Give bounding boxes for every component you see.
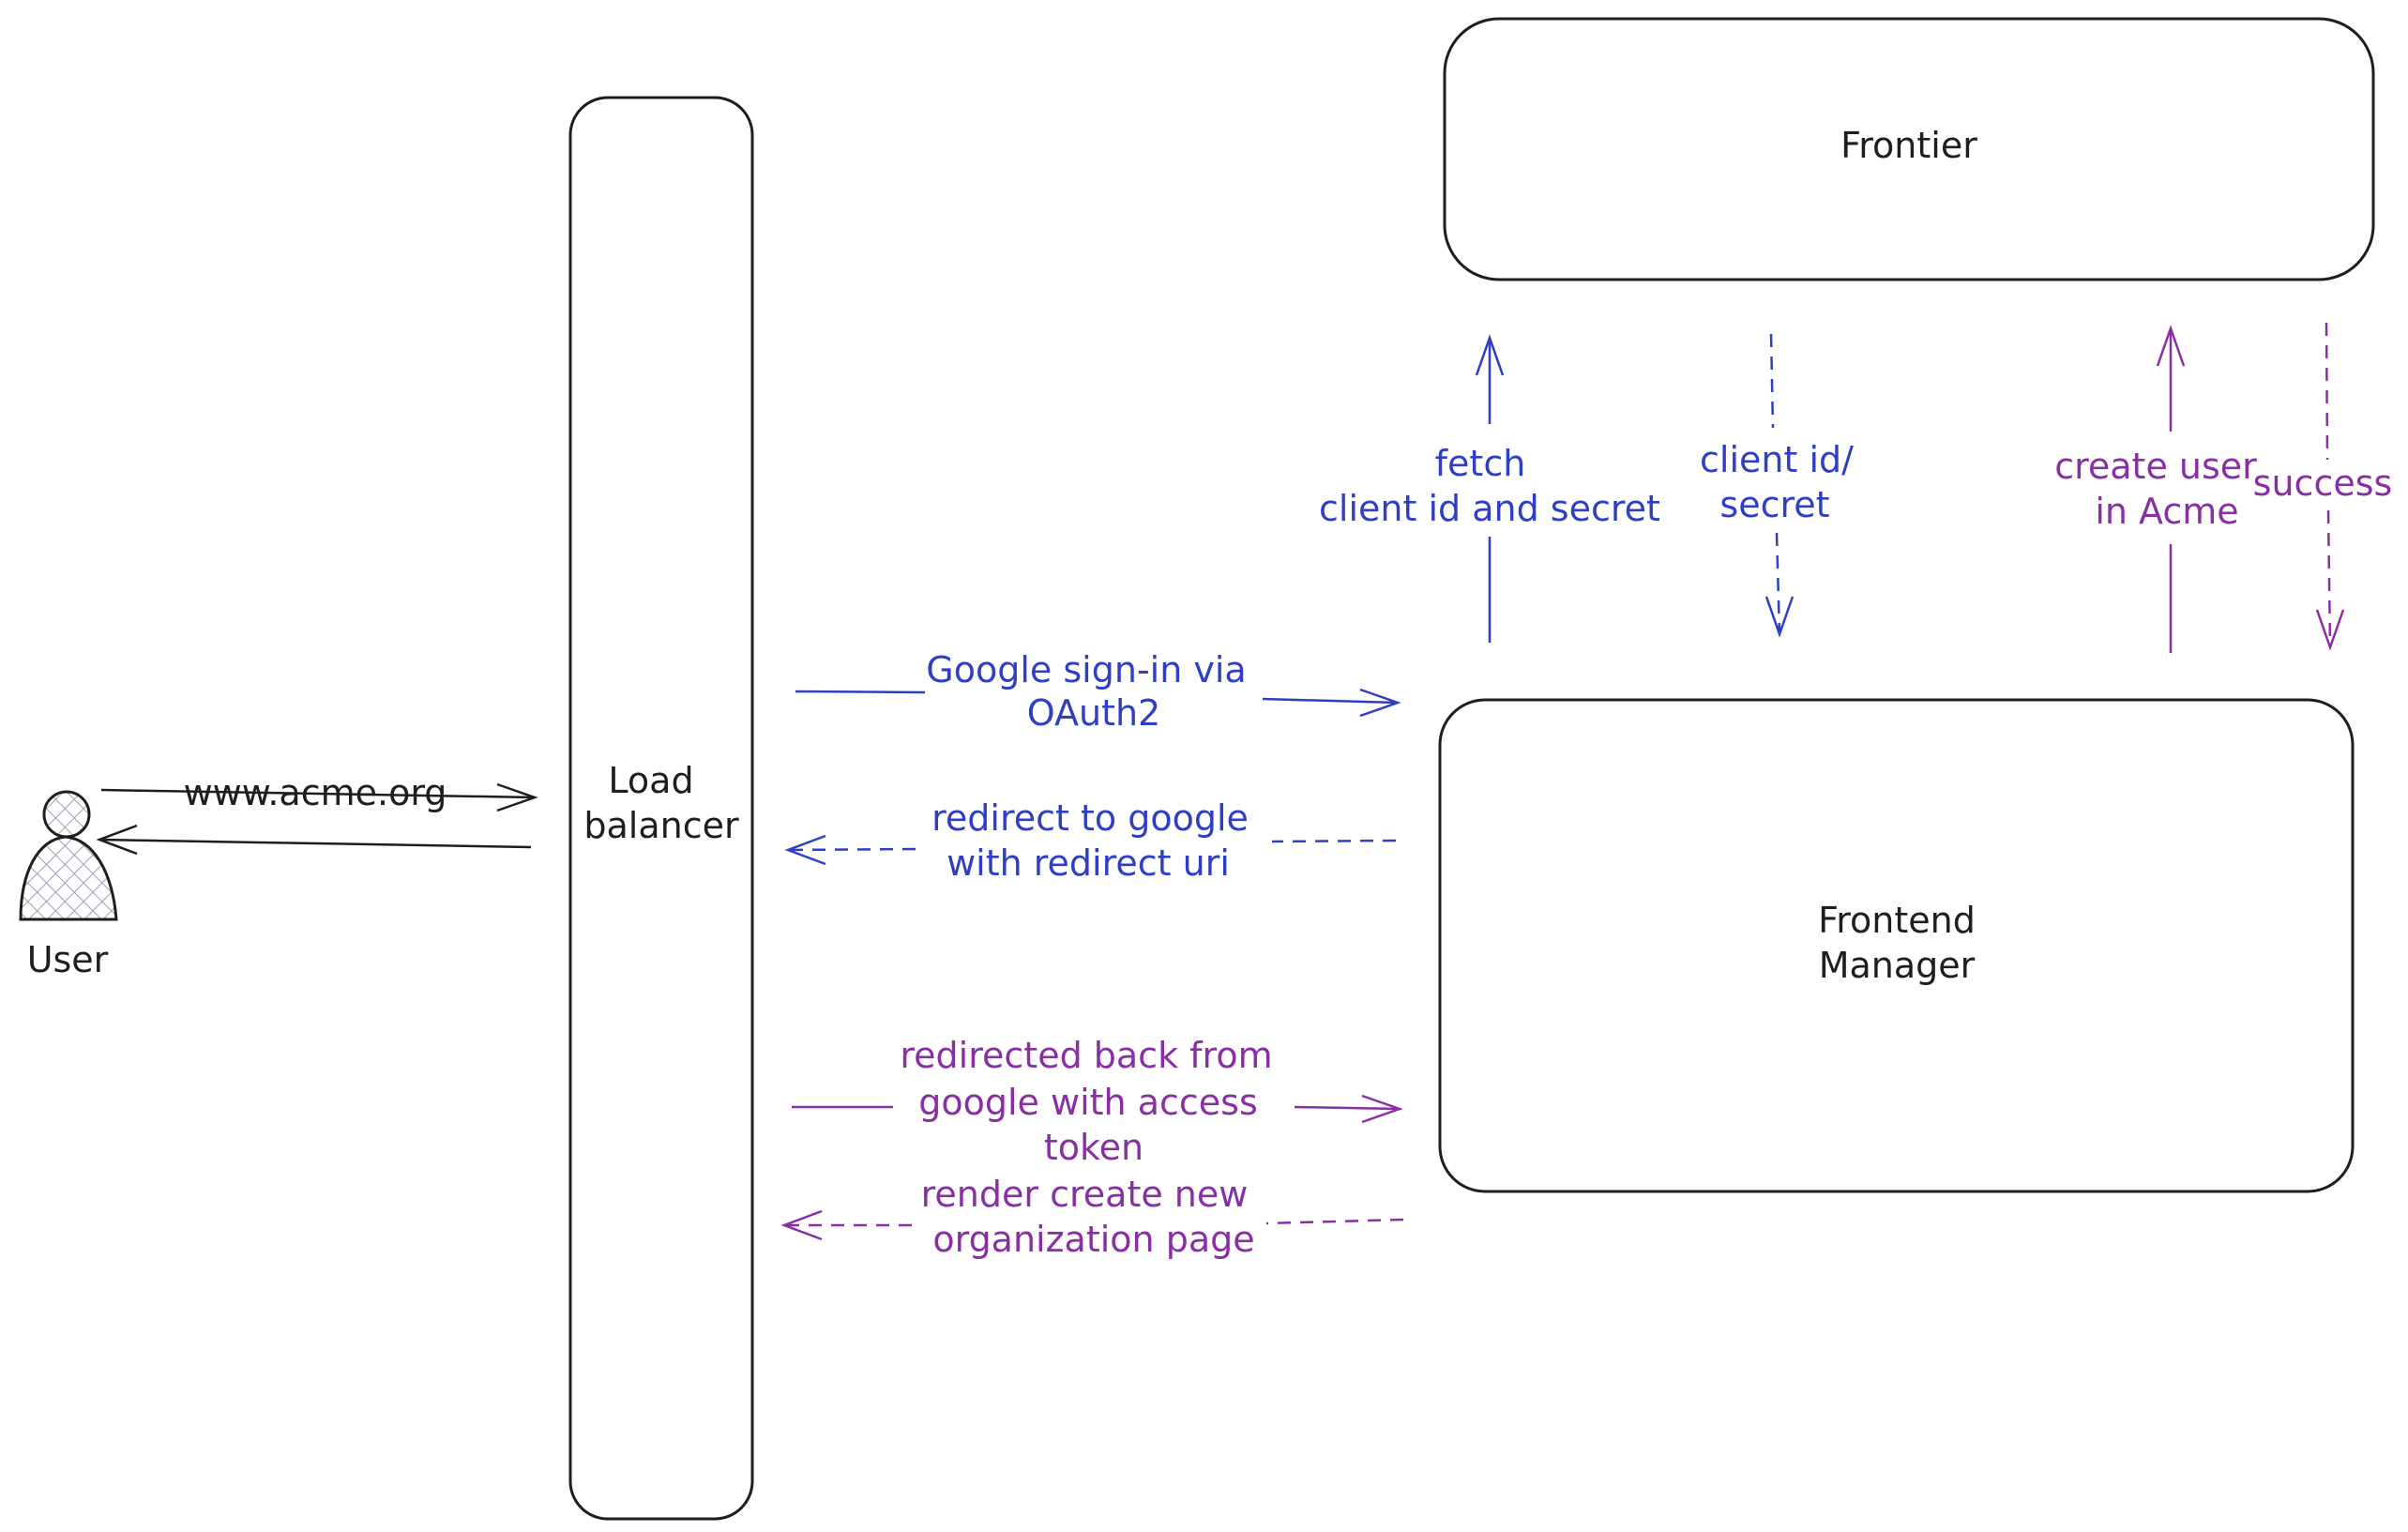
frontend-manager-label-line-2: Manager [1819,945,1976,986]
edge-fetch-client-label-line-2: client id and secret [1319,488,1660,529]
user-node[interactable]: User [19,790,118,980]
edge-fetch-client[interactable]: fetch client id and secret [1319,334,1660,643]
edge-create-user-label-line-1: create user [2054,446,2257,487]
edge-client-secret[interactable]: client id/ secret [1700,333,1854,638]
edge-success-label: success [2253,463,2393,504]
edge-client-secret-label-line-1: client id/ [1700,439,1854,480]
edge-google-signin-label-line-2: OAuth2 [1027,692,1160,734]
frontier-node[interactable]: Frontier [1443,17,2375,281]
edge-redirected-back-label-line-1: redirected back from [900,1035,1272,1076]
frontier-label: Frontier [1840,125,1977,166]
edge-client-secret-label-line-2: secret [1719,484,1829,525]
edge-load-balancer-to-user[interactable] [96,824,532,856]
edge-redirect-to-google-label-line-1: redirect to google [931,797,1249,839]
load-balancer-label-line-1: Load [608,760,693,801]
edge-redirected-back[interactable]: redirected back from google with access … [792,1035,1403,1168]
edge-redirected-back-label-line-2: google with access [918,1082,1258,1123]
edge-google-signin[interactable]: Google sign-in via OAuth2 [795,649,1401,734]
edge-redirected-back-label-line-3: token [1044,1127,1143,1168]
edge-render-create-org-label-line-2: organization page [932,1219,1254,1260]
edge-redirect-to-google-label-line-2: with redirect uri [947,842,1230,884]
edge-redirect-to-google[interactable]: redirect to google with redirect uri [784,797,1397,884]
edge-render-create-org[interactable]: render create new organization page [780,1174,1404,1260]
edge-google-signin-label-line-1: Google sign-in via [926,649,1246,690]
load-balancer-label-line-2: balancer [583,805,739,846]
user-label: User [27,939,109,980]
user-icon [19,790,118,921]
load-balancer-node[interactable]: Load balancer [568,96,754,1521]
edge-success[interactable]: success [2253,322,2393,651]
edge-user-to-load-balancer[interactable]: www.acme.org [100,772,538,813]
frontend-manager-label-line-1: Frontend [1818,900,1976,941]
edge-create-user[interactable]: create user in Acme [2054,325,2257,653]
edge-render-create-org-label-line-1: render create new [921,1174,1249,1215]
edge-fetch-client-label-line-1: fetch [1435,443,1526,484]
edge-create-user-label-line-2: in Acme [2095,491,2238,532]
edge-user-to-lb-label: www.acme.org [184,772,447,813]
frontend-manager-node[interactable]: Frontend Manager [1438,698,2355,1193]
